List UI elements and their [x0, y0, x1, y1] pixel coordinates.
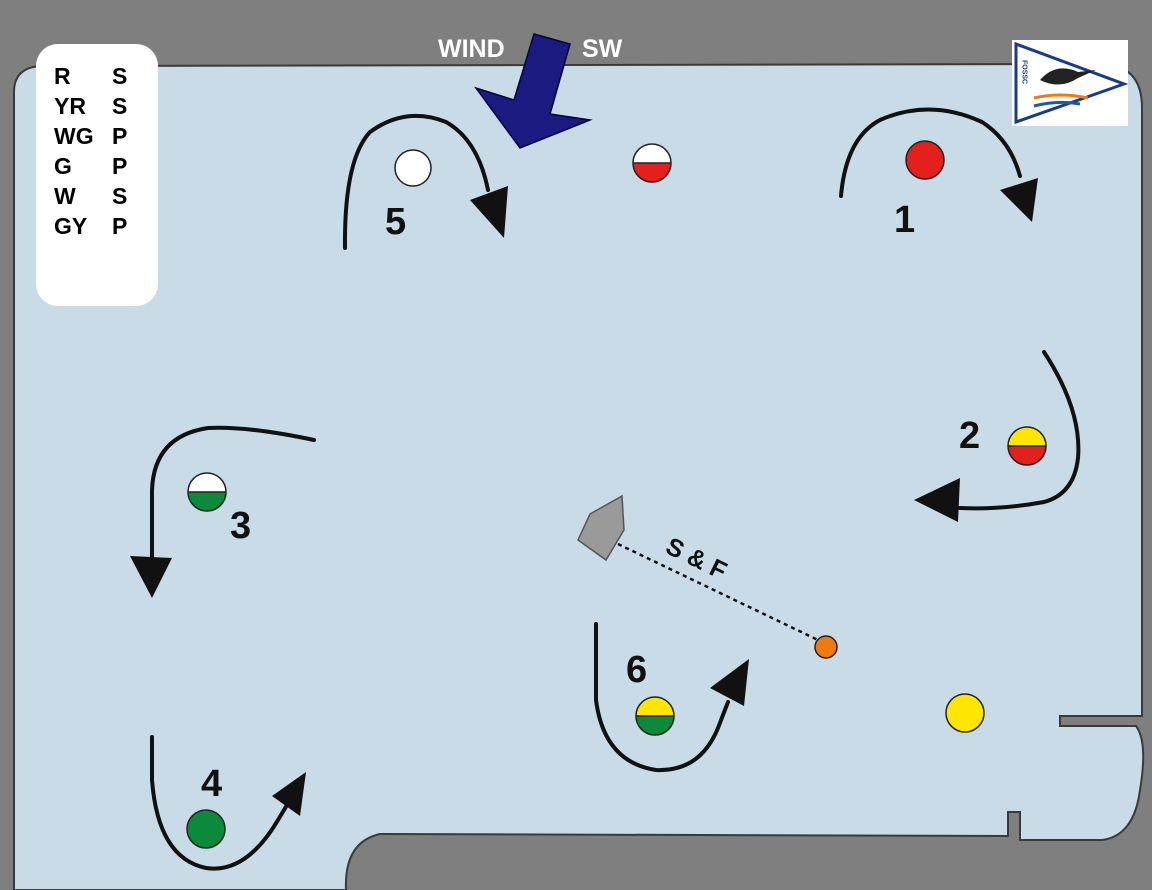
legend-side: S [112, 93, 128, 119]
legend-code: G [54, 153, 72, 179]
legend-code: GY [54, 213, 88, 239]
buoy-mark-6-outline [635, 696, 675, 736]
mark-number-3: 3 [230, 505, 251, 547]
buoy-mark-3-icon [187, 472, 227, 512]
rounding-path-1 [839, 107, 1022, 198]
legend-code: R [54, 63, 71, 89]
buoy-mark-5-icon [394, 149, 432, 187]
legend-code: YR [54, 93, 86, 119]
legend-side: S [112, 183, 128, 209]
legend-side: P [112, 213, 128, 239]
arrowhead-icon-1 [1000, 178, 1038, 222]
rounding-path-3 [150, 425, 316, 562]
buoy-mark-1-body [905, 140, 945, 180]
arrowhead-icon-2 [914, 478, 960, 522]
legend-side: P [112, 153, 128, 179]
legend-code: WG [54, 123, 94, 149]
start-finish-line [617, 542, 819, 642]
buoy-yellow-body [945, 693, 985, 733]
buoy-layer [186, 140, 1047, 849]
buoy-mark-5-body [394, 149, 432, 187]
committee-boat-icon [577, 494, 625, 562]
buoy-mark-2-outline [1007, 426, 1047, 466]
buoy-yellow-icon [945, 693, 985, 733]
club-logo: FOSSC [1012, 40, 1129, 126]
buoy-mark-6-icon [635, 696, 675, 736]
legend-row: GY P [54, 211, 158, 241]
buoy-orange-body [814, 635, 838, 659]
legend-side: P [112, 123, 128, 149]
arrowhead-icon-4 [272, 772, 306, 816]
mark-number-6: 6 [626, 649, 647, 691]
arrowhead-icon-6 [710, 659, 749, 706]
buoy-mark-4-icon [186, 809, 226, 849]
buoy-white-red-top [633, 144, 671, 163]
buoy-mark-2-bottom [1008, 446, 1046, 465]
buoy-white-red-icon [632, 143, 672, 183]
buoy-white-red-bottom [633, 163, 671, 182]
legend-side: S [112, 63, 128, 89]
wind-direction: SW [582, 35, 623, 63]
mark-number-5: 5 [385, 201, 406, 243]
mark-number-2: 2 [959, 415, 980, 457]
buoy-mark-2-icon [1007, 426, 1047, 466]
arrowhead-icon-5 [470, 186, 508, 238]
mark-number-1: 1 [894, 199, 915, 241]
rounding-path-4 [150, 735, 292, 871]
water-area [13, 62, 1145, 890]
legend-row: WG P [54, 121, 158, 151]
buoy-white-red-outline [632, 143, 672, 183]
rounding-path-5 [342, 113, 490, 250]
logo-wave-orange [1033, 93, 1089, 100]
buoy-mark-3-top [188, 473, 226, 492]
legend-row: YR S [54, 91, 158, 121]
rounding-path-6 [594, 622, 730, 773]
logo-letters: FOSSC [1021, 60, 1028, 84]
bird-icon [1040, 68, 1096, 85]
logo-wave-blue [1033, 100, 1081, 108]
legend-code: W [54, 183, 76, 209]
mark-number-4: 4 [201, 763, 222, 805]
rounding-path-2 [958, 350, 1081, 511]
buoy-mark-6-top [636, 697, 674, 716]
wind-arrow-icon [474, 33, 593, 149]
buoy-mark-4-body [186, 809, 226, 849]
arrowhead-icon-3 [130, 556, 172, 598]
buoy-mark-3-outline [187, 472, 227, 512]
buoy-mark-3-bottom [188, 492, 226, 511]
wind-label: WIND [438, 35, 505, 63]
buoy-orange-icon [814, 635, 838, 659]
buoy-mark-2-top [1008, 427, 1046, 446]
buoy-mark-6-bottom [636, 716, 674, 735]
buoy-mark-1-icon [905, 140, 945, 180]
